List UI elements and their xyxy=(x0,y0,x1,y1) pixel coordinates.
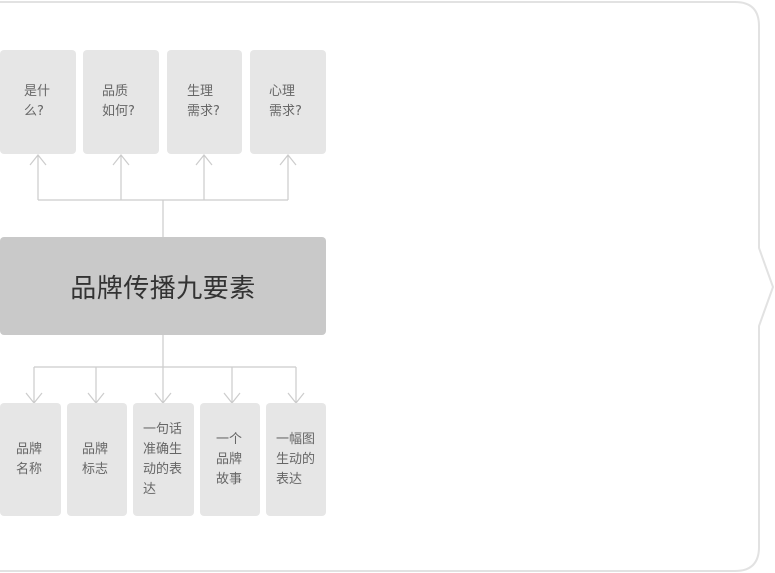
bottom-node-label: 品牌 名称 xyxy=(16,441,43,477)
top-arrowhead-2 xyxy=(112,154,130,166)
top-arrowhead-3 xyxy=(195,154,213,166)
bottom-node-label: 一个 品牌 故事 xyxy=(216,431,243,487)
bottom-node-brand-name: 品牌 名称 xyxy=(0,403,61,516)
top-node-what: 是什 么? xyxy=(0,50,76,154)
top-node-label: 生理 需求? xyxy=(187,84,220,119)
bottom-node-label: 品牌 标志 xyxy=(82,441,109,477)
bottom-node-vivid-image: 一幅图 生动的 表达 xyxy=(266,403,326,516)
bottom-node-slogan: 一句话 准确生 动的表 达 xyxy=(133,403,194,516)
center-node-label: 品牌传播九要素 xyxy=(70,273,256,304)
top-node-psychological-need: 心理 需求? xyxy=(250,50,326,154)
top-node-label: 心理 需求? xyxy=(269,84,302,119)
center-node: 品牌传播九要素 xyxy=(0,237,326,335)
bottom-node-brand-logo: 品牌 标志 xyxy=(67,403,127,516)
top-arrowhead-4 xyxy=(279,154,297,166)
top-node-label: 是什 么? xyxy=(24,84,51,119)
bottom-node-brand-story: 一个 品牌 故事 xyxy=(200,403,260,516)
top-node-physiological-need: 生理 需求? xyxy=(167,50,242,154)
top-node-quality: 品质 如何? xyxy=(83,50,159,154)
bottom-connectors xyxy=(25,335,305,404)
top-arrowhead-1 xyxy=(29,154,47,166)
top-node-label: 品质 如何? xyxy=(102,84,135,119)
bottom-node-label: 一句话 准确生 动的表 达 xyxy=(143,421,183,497)
top-connectors xyxy=(29,154,297,237)
bottom-node-label: 一幅图 生动的 表达 xyxy=(276,431,316,487)
